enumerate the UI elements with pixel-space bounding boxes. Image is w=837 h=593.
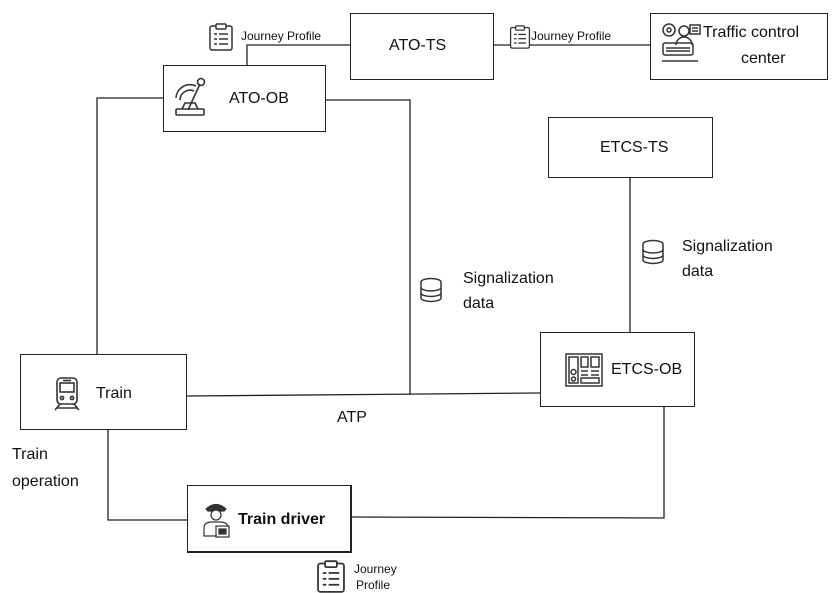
train-driver-label: Train driver <box>238 511 326 528</box>
train-operation-label-1: Train <box>12 446 48 463</box>
ato-ob-box <box>163 65 326 132</box>
ato-ts-box <box>350 13 494 80</box>
edge-train-driver <box>107 430 187 521</box>
lever-icon <box>175 77 206 116</box>
edge-train-etcsob <box>186 392 541 397</box>
signalization-mid-label-2: data <box>463 295 495 312</box>
etcs-ts-box <box>548 117 713 178</box>
etcs-ts-label: ETCS-TS <box>600 139 669 156</box>
journey-profile-left-label: Journey Profile <box>241 29 322 43</box>
operator-icon <box>662 23 701 62</box>
train-operation-label-2: operation <box>12 473 79 490</box>
traffic-control-label-2: center <box>741 50 786 67</box>
clipboard-icon <box>509 25 531 49</box>
journey-profile-bottom-label-1: Journey <box>354 562 397 576</box>
signalization-mid-label-1: Signalization <box>463 270 554 287</box>
signalization-right-label-2: data <box>682 263 714 280</box>
edge-etcsob-driver <box>350 406 665 519</box>
database-icon <box>642 239 664 265</box>
journey-profile-bottom-label-2: Profile <box>356 578 391 592</box>
traffic-control-label-1: Traffic control <box>703 24 800 41</box>
edge-atoob-atp <box>325 99 411 395</box>
driver-icon <box>203 503 230 538</box>
atp-label: ATP <box>337 409 367 426</box>
database-icon <box>420 277 442 303</box>
train-box <box>20 354 187 430</box>
clipboard-icon <box>317 560 345 593</box>
edge-atoob-train <box>96 97 163 354</box>
train-label: Train <box>96 385 132 402</box>
ato-ob-label: ATO-OB <box>229 90 289 107</box>
control-panel-icon <box>565 353 603 387</box>
edge-atoob-atots <box>246 44 350 65</box>
clipboard-icon <box>209 23 233 51</box>
etcs-ob-label: ETCS-OB <box>611 361 683 378</box>
traffic-control-box <box>650 13 828 80</box>
ato-ts-label: ATO-TS <box>389 37 447 54</box>
train-icon <box>54 377 80 411</box>
journey-profile-right-label: Journey Profile <box>531 29 612 43</box>
signalization-right-label-1: Signalization <box>682 238 773 255</box>
